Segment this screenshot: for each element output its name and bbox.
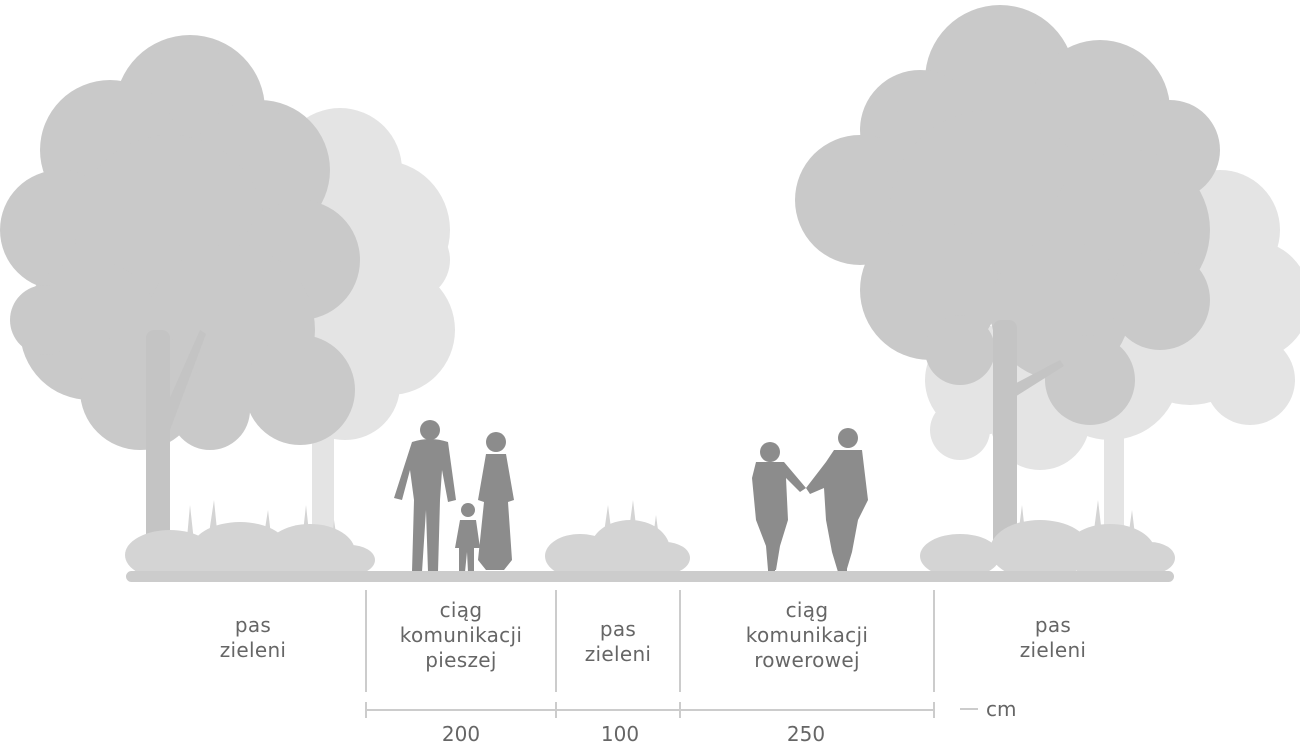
dimension-value-pedestrian: 200 — [441, 722, 481, 746]
zone-label-line: komunikacji — [399, 623, 523, 647]
zone-label-pedestrian: ciąg komunikacji pieszej — [381, 598, 541, 673]
zone-label-line: zieleni — [584, 642, 652, 666]
dimension-value-bicycle: 250 — [786, 722, 826, 746]
zone-label-green-right: pas zieleni — [983, 613, 1123, 663]
ground-line — [126, 571, 1174, 582]
zone-label-line: zieleni — [219, 638, 287, 662]
middle-shrubs — [545, 500, 690, 580]
zone-dividers — [365, 590, 935, 692]
zone-label-bicycle: ciąg komunikacji rowerowej — [727, 598, 887, 673]
zone-label-line: pas — [599, 617, 637, 641]
zone-label-line: ciąg — [785, 598, 829, 622]
right-front-trunk — [993, 320, 1064, 560]
left-front-trunk — [146, 330, 206, 560]
zone-label-green-middle: pas zieleni — [558, 617, 678, 667]
zone-label-line: zieleni — [1019, 638, 1087, 662]
pedestrian-family-silhouette — [394, 420, 514, 572]
right-front-tree — [795, 5, 1220, 425]
zone-label-line: ciąg — [439, 598, 483, 622]
zone-label-line: pas — [1034, 613, 1072, 637]
zone-label-line: pieszej — [425, 648, 497, 672]
dimension-value-green-middle: 100 — [600, 722, 640, 746]
zone-label-line: rowerowej — [754, 648, 860, 672]
unit-label: cm — [986, 697, 1017, 721]
dimension-line — [365, 702, 935, 718]
cyclists-silhouette — [752, 428, 868, 574]
zone-label-line: pas — [234, 613, 272, 637]
left-front-tree — [0, 35, 360, 450]
zone-label-line: komunikacji — [745, 623, 869, 647]
left-shrubs — [125, 500, 375, 582]
right-shrubs — [920, 500, 1175, 580]
zone-label-green-left: pas zieleni — [183, 613, 323, 663]
